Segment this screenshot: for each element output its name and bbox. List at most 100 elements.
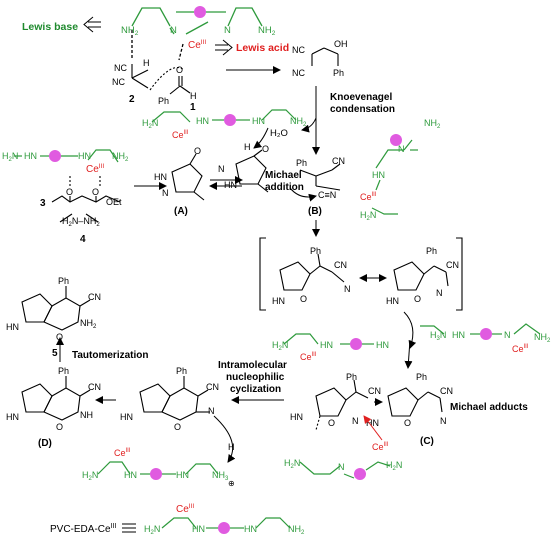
amine-nh2-right: NH2	[258, 25, 276, 37]
svg-text:Ph: Ph	[58, 366, 69, 376]
compound-B-id: (B)	[308, 206, 322, 217]
svg-text:O: O	[174, 422, 181, 432]
svg-text:HN: HN	[386, 296, 399, 306]
water-loss-curve	[301, 117, 317, 133]
svg-text:HN: HN	[224, 180, 237, 190]
svg-text:HN: HN	[452, 330, 465, 340]
svg-text:H2N: H2N	[2, 151, 18, 163]
condensation-label: condensation	[330, 104, 395, 115]
svg-text:H2N: H2N	[272, 340, 288, 352]
cerium-top: CeIII	[188, 39, 206, 51]
ammonium-ligand: H2N HN HN NH3 ⊕ CeIII H	[82, 442, 235, 488]
final-product-5: Ph CN HN O NH2 5	[6, 276, 101, 359]
svg-text:HN: HN	[252, 116, 265, 126]
svg-text:HN: HN	[372, 170, 385, 180]
svg-text:HN: HN	[120, 412, 133, 422]
water-label: H₂O	[270, 128, 288, 139]
svg-text:CN: CN	[206, 382, 219, 392]
compound-C-id: (C)	[420, 436, 434, 447]
lewis-acid-arrow	[215, 39, 233, 56]
svg-text:CN: CN	[332, 156, 345, 166]
svg-text:NH2: NH2	[290, 116, 307, 128]
intermediate-D: Ph CN HN O NH (D)	[6, 366, 101, 449]
ligand-chain	[131, 7, 263, 61]
svg-text:O: O	[194, 146, 201, 156]
svg-text:N: N	[162, 188, 169, 198]
polymer-bead-left	[49, 150, 61, 162]
svg-text:NH2: NH2	[288, 524, 305, 536]
knoevenagel-product: NC NC OH Ph	[226, 39, 348, 78]
compound-A-id: (A)	[174, 206, 188, 217]
svg-text:N: N	[208, 406, 215, 416]
compound-3-id: 3	[40, 198, 46, 209]
catalyst-legend: PVC-EDA-CeIII H2N HN HN NH2 CeIII	[50, 503, 305, 536]
knoevenagel-label: Knoevenagel	[330, 92, 392, 103]
svg-text:HN: HN	[244, 524, 257, 534]
svg-text:CeIII: CeIII	[372, 442, 389, 452]
tautomerization-label: Tautomerization	[72, 350, 148, 361]
svg-text:CN: CN	[440, 386, 453, 396]
svg-text:H: H	[228, 442, 235, 452]
svg-text:O: O	[328, 418, 335, 428]
svg-text:H2N: H2N	[142, 118, 158, 130]
svg-text:CN: CN	[446, 260, 459, 270]
svg-text:Ph: Ph	[426, 246, 437, 256]
cerium-legend: CeIII	[176, 503, 194, 515]
svg-text:H: H	[244, 142, 251, 152]
h-label-2: H	[143, 58, 150, 68]
svg-text:HN: HN	[196, 116, 209, 126]
svg-text:CN: CN	[368, 386, 381, 396]
ethyl-acetoacetate-complex: H2N HN HN NH2 CeIII O O OEt H2N–NH2 3 4	[2, 149, 129, 245]
nc-prod-a: NC	[292, 45, 305, 55]
svg-text:CN: CN	[88, 382, 101, 392]
svg-text:HN: HN	[272, 296, 285, 306]
svg-text:CeIII: CeIII	[114, 448, 131, 458]
enol-complex: H2N HN HN NH2 CeIII H O N HN	[142, 109, 307, 193]
nucleophilic-label: nucleophilic	[226, 372, 285, 383]
amine-n: N	[224, 25, 231, 36]
cerium-left: CeIII	[86, 163, 104, 175]
nc-label-a: NC	[114, 63, 127, 73]
svg-text:CN: CN	[88, 292, 101, 302]
svg-text:H2N–NH2: H2N–NH2	[62, 216, 100, 228]
svg-text:Ph: Ph	[310, 246, 321, 256]
amine-nh: N	[170, 25, 177, 36]
svg-text:HN: HN	[376, 340, 389, 350]
intermediate-B: Ph CN C≡N CeIII HN H2N NH2 N (B)	[289, 118, 441, 222]
svg-text:HN: HN	[24, 151, 37, 161]
resonance-bracket: Ph CN N HN O Ph CN N HN O	[259, 237, 463, 311]
amine-nh2: NH2	[121, 25, 139, 37]
benzaldehyde-1	[149, 66, 191, 95]
svg-text:C≡N: C≡N	[318, 190, 336, 200]
nc-prod-b: NC	[292, 68, 305, 78]
svg-text:CeIII: CeIII	[172, 130, 189, 140]
malononitrile-2	[131, 64, 149, 89]
svg-text:HN: HN	[154, 172, 167, 182]
svg-text:CeIII: CeIII	[300, 352, 317, 362]
svg-text:Ph: Ph	[296, 158, 307, 168]
svg-text:HN: HN	[320, 340, 333, 350]
svg-text:CeIII: CeIII	[360, 192, 377, 202]
compound-4-id: 4	[80, 234, 86, 245]
michael-adducts-label: Michael adducts	[450, 402, 528, 413]
svg-text:O: O	[300, 294, 307, 304]
svg-text:NH2: NH2	[80, 318, 97, 330]
h-label-1: H	[190, 91, 197, 101]
ph-label-1: Ph	[158, 96, 169, 106]
nc-label-b: NC	[112, 77, 125, 87]
svg-text:H2N: H2N	[360, 210, 376, 222]
compound-D-id: (D)	[38, 438, 52, 449]
addition-label: addition	[265, 182, 304, 193]
svg-text:O: O	[56, 422, 63, 432]
ph-prod: Ph	[333, 68, 344, 78]
svg-text:O: O	[262, 144, 269, 154]
svg-text:NH2: NH2	[424, 118, 441, 130]
svg-text:O: O	[414, 294, 421, 304]
svg-text:H3N: H3N	[430, 330, 446, 342]
svg-text:N: N	[344, 284, 351, 294]
svg-text:NH3: NH3	[212, 470, 229, 482]
cyclization-label: cyclization	[230, 384, 281, 395]
compound-2-id: 2	[129, 94, 135, 105]
svg-text:CN: CN	[334, 260, 347, 270]
catalyst-name-label: PVC-EDA-CeIII	[50, 523, 116, 535]
